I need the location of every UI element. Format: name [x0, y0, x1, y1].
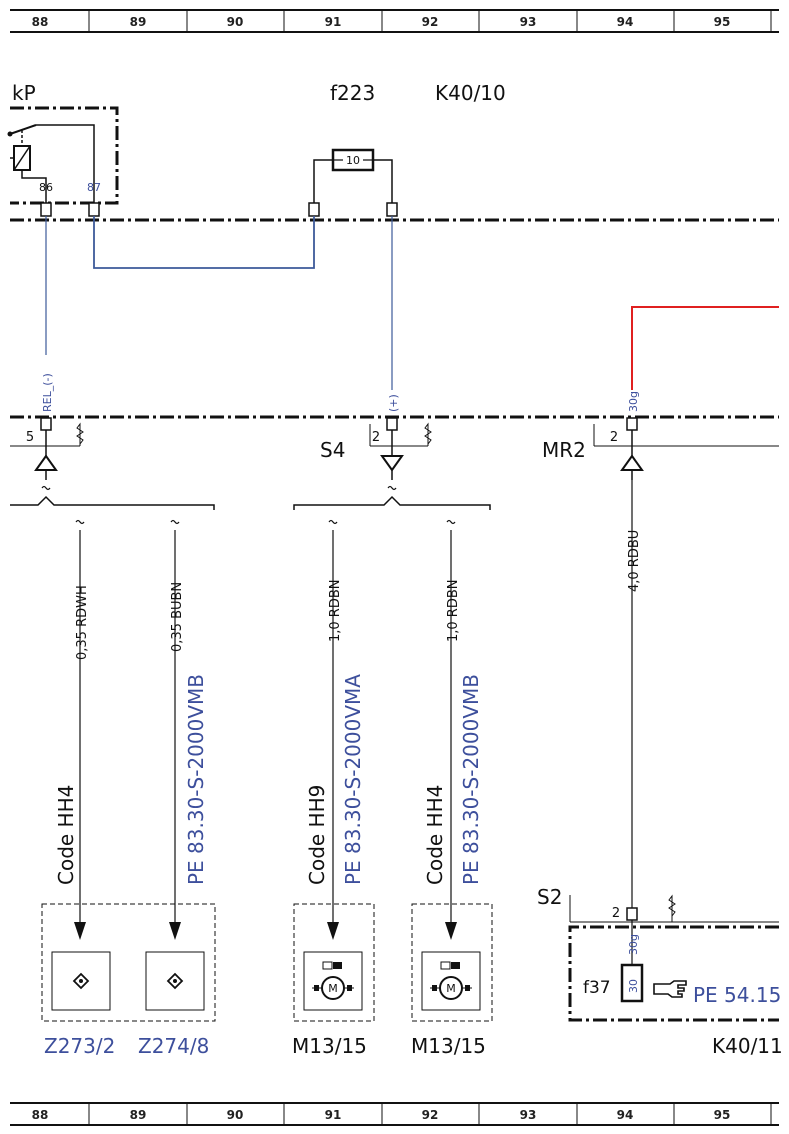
pointing-hand-icon[interactable]	[653, 980, 687, 998]
grid-col-label: 93	[520, 1108, 537, 1122]
relay-kp: 86 87	[7, 106, 119, 205]
grid-col-label: 90	[227, 15, 244, 29]
connector-mr2-pin: 2	[610, 430, 618, 445]
grid-col-label: 88	[32, 1108, 49, 1122]
connector-s2-pin: 2	[612, 906, 620, 921]
top-connector-pins	[40, 202, 398, 217]
fuse-f223-label: f223	[330, 81, 375, 105]
module-k40-11-label: K40/11	[712, 1034, 783, 1058]
pe-54-reference-link[interactable]: PE 54.15	[693, 983, 781, 1007]
fuse-f223: 10	[313, 148, 393, 203]
connector-s4-pin: 2	[372, 430, 380, 445]
grid-col-label: 89	[130, 15, 147, 29]
signal-plus-label: (+)	[387, 394, 400, 412]
sensor-icon	[166, 972, 184, 990]
fuse-f37-value: 30	[627, 979, 640, 993]
splice-brackets	[10, 495, 491, 510]
top-grid-bar: 88 89 90 91 92 93 94 95	[10, 9, 779, 33]
bottom-grid-bar: 88 89 90 91 92 93 94 95	[10, 1102, 779, 1126]
svg-text:M: M	[446, 982, 456, 995]
connector-s4-label: S4	[320, 438, 345, 462]
code-hh9-label: Code HH9	[305, 785, 329, 885]
grid-col-label: 90	[227, 1108, 244, 1122]
device-z274-link[interactable]: Z274/8	[138, 1034, 209, 1058]
wire-label-rdbu: 4,0 RDBU	[627, 530, 642, 592]
grid-col-label: 94	[617, 15, 634, 29]
svg-text:M: M	[328, 982, 338, 995]
code-hh4-label: Code HH4	[54, 785, 78, 885]
pin-86-label: 86	[39, 181, 53, 194]
motor-icon: M	[430, 961, 472, 1000]
connector-mr2-label: MR2	[542, 438, 586, 462]
wires	[45, 216, 779, 390]
grid-col-label: 93	[520, 15, 537, 29]
pin-87-label: 87	[87, 181, 101, 194]
grid-col-label: 94	[617, 1108, 634, 1122]
motor-icon: M	[312, 961, 354, 1000]
module-k40-10-label: K40/10	[435, 81, 506, 105]
middle-connectors: 5 2 S4 2 MR2	[10, 417, 779, 491]
wire-label-rdbn: 1,0 RDBN	[446, 580, 461, 643]
grid-col-label: 89	[130, 1108, 147, 1122]
pe-reference-link[interactable]: PE 83.30-S-2000VMB	[184, 674, 208, 885]
device-wires	[74, 480, 633, 940]
wire-label-rdwh: 0,35 RDWH	[75, 585, 90, 660]
grid-col-label: 92	[422, 15, 439, 29]
grid-col-label: 95	[714, 1108, 731, 1122]
wire-label-rdbn: 1,0 RDBN	[328, 580, 343, 643]
signal-30g-bottom-label: 30g	[627, 934, 640, 955]
module-k40-11: 2 S2 30g 30 f37 PE 54.15	[537, 885, 781, 1022]
device-m13-15-label: M13/15	[411, 1034, 486, 1058]
kp-relay-label: kP	[12, 81, 36, 105]
grid-col-label: 92	[422, 1108, 439, 1122]
pe-reference-link[interactable]: PE 83.30-S-2000VMA	[341, 674, 365, 885]
connector-pin-5: 5	[26, 430, 34, 445]
pe-reference-link[interactable]: PE 83.30-S-2000VMB	[459, 674, 483, 885]
grid-col-label: 91	[325, 1108, 342, 1122]
connector-s2-label: S2	[537, 885, 562, 909]
fuse-f37-icon	[620, 963, 644, 1003]
grid-col-label: 95	[714, 15, 731, 29]
grid-col-label: 88	[32, 15, 49, 29]
device-m13-15-label: M13/15	[292, 1034, 367, 1058]
wire-label-bubn: 0,35 BUBN	[170, 582, 185, 652]
signal-rel-label: REL_(-)	[41, 373, 54, 412]
code-hh4-label: Code HH4	[423, 785, 447, 885]
device-z273-link[interactable]: Z273/2	[44, 1034, 115, 1058]
grid-col-label: 91	[325, 15, 342, 29]
fuse-value: 10	[346, 154, 360, 167]
device-m13-15-a: M	[293, 903, 375, 1022]
fuse-f37-label: f37	[583, 978, 611, 998]
device-z273-z274	[41, 903, 216, 1022]
signal-30g-label: 30g	[627, 391, 640, 412]
device-m13-15-b: M	[411, 903, 493, 1022]
sensor-icon	[72, 972, 90, 990]
